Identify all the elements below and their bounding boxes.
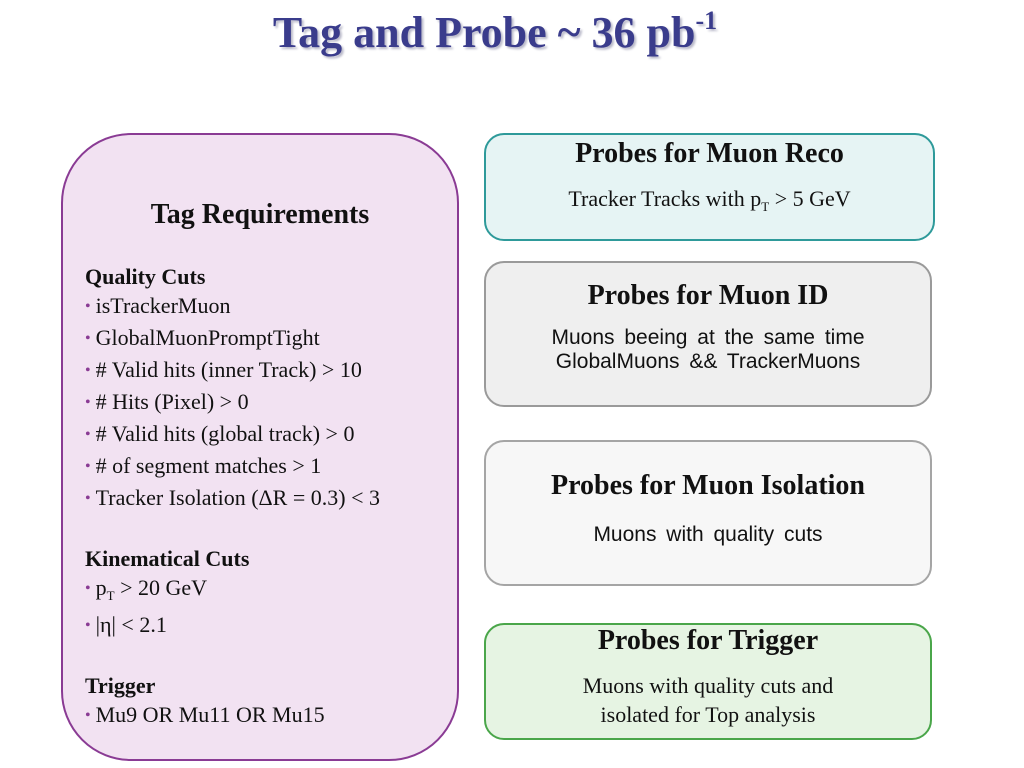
quality-cut-text: Tracker Isolation (ΔR = 0.3) < 3 xyxy=(95,485,380,510)
probes-muon-isolation-desc: Muons with quality cuts xyxy=(593,523,823,546)
bullet-icon: • xyxy=(85,617,91,634)
trigger-text: Mu9 OR Mu11 OR Mu15 xyxy=(95,702,325,727)
quality-cut-item: •isTrackerMuon xyxy=(85,291,455,323)
bullet-icon: • xyxy=(85,490,91,507)
slide-title-exponent: -1 xyxy=(695,6,718,35)
kinematical-cuts-heading: Kinematical Cuts xyxy=(85,546,250,571)
probes-trigger-title: Probes for Trigger xyxy=(597,625,819,656)
probes-muon-reco-box: Probes for Muon Reco Tracker Tracks with… xyxy=(484,133,935,241)
quality-cut-text: # Valid hits (global track) > 0 xyxy=(95,421,355,446)
bullet-icon: • xyxy=(85,426,91,443)
bullet-icon: • xyxy=(85,330,91,347)
quality-cut-item: •# Valid hits (global track) > 0 xyxy=(85,419,455,451)
quality-cuts-heading: Quality Cuts xyxy=(85,264,206,289)
tag-requirements-box: Tag Requirements Quality Cuts •isTracker… xyxy=(61,133,459,761)
probes-trigger-box: Probes for Trigger Muons with quality cu… xyxy=(484,623,932,740)
probes-muon-id-box: Probes for Muon ID Muons beeing at the s… xyxy=(484,261,932,407)
quality-cut-item: •Tracker Isolation (ΔR = 0.3) < 3 xyxy=(85,483,455,515)
trigger-heading: Trigger xyxy=(85,673,156,698)
section-gap xyxy=(85,642,455,671)
quality-cut-text: # Valid hits (inner Track) > 10 xyxy=(95,357,362,382)
pt-symbol: p xyxy=(95,575,107,600)
probes-muon-id-title: Probes for Muon ID xyxy=(587,280,829,311)
tag-requirements-body: Quality Cuts •isTrackerMuon •GlobalMuonP… xyxy=(85,262,455,732)
trigger-desc-line: isolated for Top analysis xyxy=(600,702,816,727)
section-gap xyxy=(85,515,455,544)
pt-subscript: T xyxy=(106,588,115,603)
probes-muon-reco-desc: Tracker Tracks with pT > 5 GeV xyxy=(486,184,933,221)
probes-trigger-desc: Muons with quality cuts and isolated for… xyxy=(486,671,930,729)
quality-cut-item: •GlobalMuonPromptTight xyxy=(85,323,455,355)
quality-cut-text: GlobalMuonPromptTight xyxy=(95,325,320,350)
probes-muon-isolation-box: Probes for Muon Isolation Muons with qua… xyxy=(484,440,932,586)
reco-desc-subscript: T xyxy=(761,199,770,214)
bullet-icon: • xyxy=(85,458,91,475)
pt-cut-value: > 20 GeV xyxy=(114,575,208,600)
slide-title-text: Tag and Probe ~ 36 pb xyxy=(272,8,696,57)
bullet-icon: • xyxy=(85,362,91,379)
eta-cut-text: |η| < 2.1 xyxy=(95,612,167,637)
quality-cut-item: •# Valid hits (inner Track) > 10 xyxy=(85,355,455,387)
quality-cut-item: •# Hits (Pixel) > 0 xyxy=(85,387,455,419)
bullet-icon: • xyxy=(85,580,91,597)
reco-desc-prefix: Tracker Tracks with p xyxy=(568,186,762,211)
slide-title: Tag and Probe ~ 36 pb-1 xyxy=(0,6,990,58)
tag-requirements-title: Tag Requirements xyxy=(150,199,370,230)
kinematical-cut-item: •pT > 20 GeV xyxy=(85,573,455,610)
bullet-icon: • xyxy=(85,707,91,724)
reco-desc-suffix: > 5 GeV xyxy=(769,186,851,211)
kinematical-cut-item: •|η| < 2.1 xyxy=(85,610,455,642)
quality-cut-text: # of segment matches > 1 xyxy=(95,453,322,478)
quality-cut-item: •# of segment matches > 1 xyxy=(85,451,455,483)
probes-muon-reco-title: Probes for Muon Reco xyxy=(575,138,844,169)
quality-cut-text: isTrackerMuon xyxy=(95,293,231,318)
quality-cut-text: # Hits (Pixel) > 0 xyxy=(95,389,249,414)
bullet-icon: • xyxy=(85,298,91,315)
probes-muon-isolation-title: Probes for Muon Isolation xyxy=(551,470,865,501)
id-desc-line: Muons beeing at the same time xyxy=(551,326,865,349)
trigger-item: •Mu9 OR Mu11 OR Mu15 xyxy=(85,700,455,732)
trigger-desc-line: Muons with quality cuts and xyxy=(582,673,834,698)
probes-muon-id-desc: Muons beeing at the same time GlobalMuon… xyxy=(486,326,930,374)
bullet-icon: • xyxy=(85,394,91,411)
id-desc-line: GlobalMuons && TrackerMuons xyxy=(555,350,861,373)
